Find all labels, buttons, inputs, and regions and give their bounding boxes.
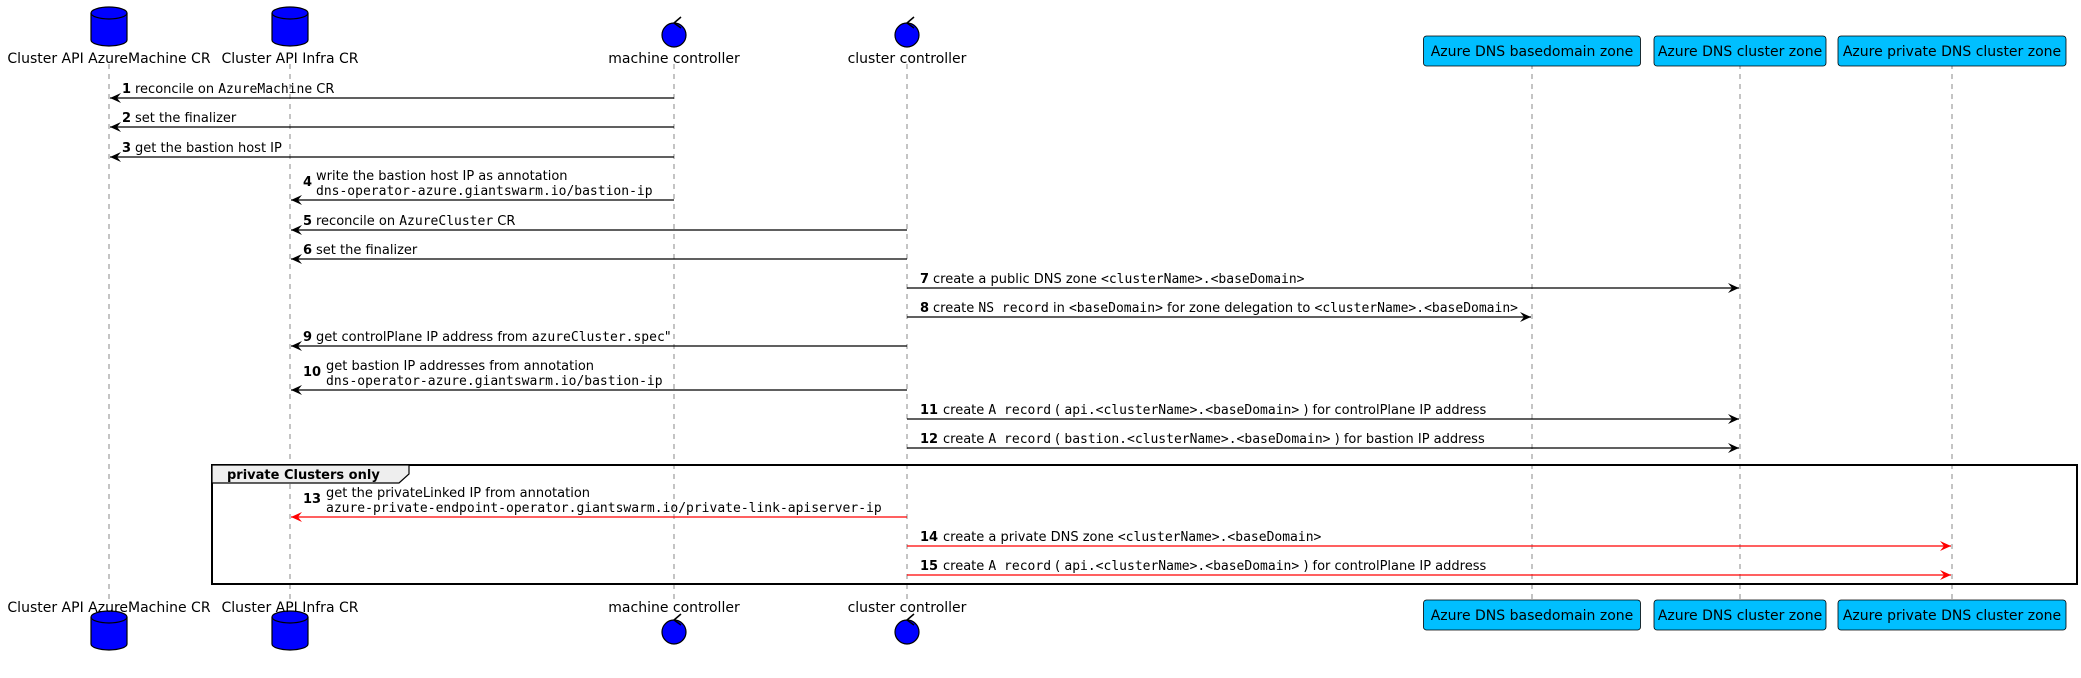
- message-text: write the bastion host IP as annotation: [316, 169, 568, 184]
- participant-cluster-controller-bottom: cluster controller: [848, 600, 967, 645]
- message-text: create A record ( api.<clusterName>.<bas…: [943, 559, 1486, 574]
- participant-label: Cluster API Infra CR: [222, 51, 359, 67]
- participant-label: Cluster API AzureMachine CR: [7, 600, 210, 616]
- message-8: 8 create NS record in <baseDomain> for zo…: [907, 301, 1531, 322]
- message-number: 3: [122, 141, 131, 156]
- participant-box: [1423, 35, 1641, 67]
- control-icon: [661, 22, 687, 48]
- participant-box: [1653, 35, 1827, 67]
- message-10: 10 get bastion IP addresses from annotati…: [291, 359, 907, 395]
- participant-machine-controller-bottom: machine controller: [608, 600, 740, 645]
- participant-dns-basedomain-zone-top: Azure DNS basedomain zone: [1423, 35, 1641, 67]
- participant-infra-cr-bottom: Cluster API Infra CR: [222, 600, 359, 651]
- message-text: dns-operator-azure.giantswarm.io/bastion…: [316, 184, 653, 199]
- participant-private-dns-cluster-zone-bottom: Azure private DNS cluster zone: [1837, 599, 2067, 631]
- message-text: create a public DNS zone <clusterName>.<…: [933, 272, 1305, 287]
- message-13: 13 get the privateLinked IP from annotati…: [291, 486, 907, 522]
- message-12: 12 create A record ( bastion.<clusterName…: [907, 432, 1739, 453]
- message-text: create NS record in <baseDomain> for zon…: [933, 301, 1518, 316]
- message-number: 4: [303, 175, 312, 190]
- control-icon: [661, 619, 687, 645]
- message-text: create A record ( bastion.<clusterName>.…: [943, 432, 1485, 447]
- message-2: 2 set the finalizer: [110, 111, 674, 132]
- message-3: 3 get the bastion host IP: [110, 141, 674, 162]
- control-icon: [894, 22, 920, 48]
- participant-box: [1653, 599, 1827, 631]
- database-icon: [271, 6, 309, 47]
- message-text: create a private DNS zone <clusterName>.…: [943, 530, 1322, 545]
- participant-box: [1837, 35, 2067, 67]
- message-number: 12: [920, 432, 938, 447]
- group-frame: [211, 464, 2078, 585]
- message-11: 11 create A record ( api.<clusterName>.<b…: [907, 403, 1739, 424]
- message-number: 1: [122, 82, 131, 97]
- message-number: 2: [122, 111, 131, 126]
- participant-cluster-controller-top: cluster controller: [848, 16, 967, 67]
- participant-infra-cr-top: Cluster API Infra CR: [222, 6, 359, 67]
- message-text: reconcile on AzureMachine CR: [135, 82, 334, 97]
- participant-label: Azure DNS basedomain zone: [1431, 608, 1634, 624]
- participant-label: Azure private DNS cluster zone: [1843, 608, 2061, 624]
- database-icon: [90, 6, 128, 47]
- group-label: private Clusters only: [227, 468, 380, 483]
- participant-dns-basedomain-zone-bottom: Azure DNS basedomain zone: [1423, 599, 1641, 631]
- message-7: 7 create a public DNS zone <clusterName>.…: [907, 272, 1739, 293]
- message-5: 5 reconcile on AzureCluster CR: [291, 214, 907, 235]
- message-text: set the finalizer: [316, 243, 418, 258]
- participant-label: Cluster API AzureMachine CR: [7, 51, 210, 67]
- message-number: 9: [303, 330, 312, 345]
- message-text: set the finalizer: [135, 111, 237, 126]
- message-text: create A record ( api.<clusterName>.<bas…: [943, 403, 1486, 418]
- message-text: azure-private-endpoint-operator.giantswa…: [326, 501, 882, 516]
- message-number: 6: [303, 243, 312, 258]
- message-15: 15 create A record ( api.<clusterName>.<b…: [907, 559, 1951, 580]
- participant-private-dns-cluster-zone-top: Azure private DNS cluster zone: [1837, 35, 2067, 67]
- message-number: 14: [920, 530, 938, 545]
- participant-machine-controller-top: machine controller: [608, 16, 740, 67]
- group-label-tab: [211, 464, 410, 484]
- participant-box: [1837, 599, 2067, 631]
- control-icon: [894, 619, 920, 645]
- participant-box: [1423, 599, 1641, 631]
- message-number: 5: [303, 214, 312, 229]
- message-text: get controlPlane IP address from azureCl…: [316, 330, 671, 345]
- message-text: get the privateLinked IP from annotation: [326, 486, 590, 501]
- message-text: reconcile on AzureCluster CR: [316, 214, 515, 229]
- message-number: 7: [920, 272, 929, 287]
- message-number: 8: [920, 301, 929, 316]
- participant-azuremachine-cr-top: Cluster API AzureMachine CR: [7, 6, 211, 67]
- participant-label: machine controller: [608, 51, 740, 67]
- database-icon: [90, 610, 128, 651]
- message-4: 4 write the bastion host IP as annotation…: [291, 169, 674, 205]
- participant-label: Azure DNS basedomain zone: [1431, 44, 1634, 60]
- participant-azuremachine-cr-bottom: Cluster API AzureMachine CR: [7, 600, 211, 651]
- participant-dns-cluster-zone-bottom: Azure DNS cluster zone: [1653, 599, 1827, 631]
- participant-label: Azure DNS cluster zone: [1658, 608, 1822, 624]
- message-9: 9 get controlPlane IP address from azureC…: [291, 330, 907, 351]
- message-text: get the bastion host IP: [135, 141, 282, 156]
- participant-label: cluster controller: [848, 600, 967, 616]
- database-icon: [271, 610, 309, 651]
- message-text: get bastion IP addresses from annotation: [326, 359, 594, 374]
- participant-label: Azure DNS cluster zone: [1658, 44, 1822, 60]
- message-number: 15: [920, 559, 938, 574]
- participant-label: machine controller: [608, 600, 740, 616]
- message-1: 1 reconcile on AzureMachine CR: [110, 82, 674, 103]
- message-6: 6 set the finalizer: [291, 243, 907, 264]
- message-number: 11: [920, 403, 938, 418]
- message-14: 14 create a private DNS zone <clusterName…: [907, 530, 1951, 551]
- message-text: dns-operator-azure.giantswarm.io/bastion…: [326, 374, 663, 389]
- message-number: 10: [303, 365, 321, 380]
- message-number: 13: [303, 492, 321, 507]
- participant-label: Azure private DNS cluster zone: [1843, 44, 2061, 60]
- participant-dns-cluster-zone-top: Azure DNS cluster zone: [1653, 35, 1827, 67]
- participant-label: Cluster API Infra CR: [222, 600, 359, 616]
- participant-label: cluster controller: [848, 51, 967, 67]
